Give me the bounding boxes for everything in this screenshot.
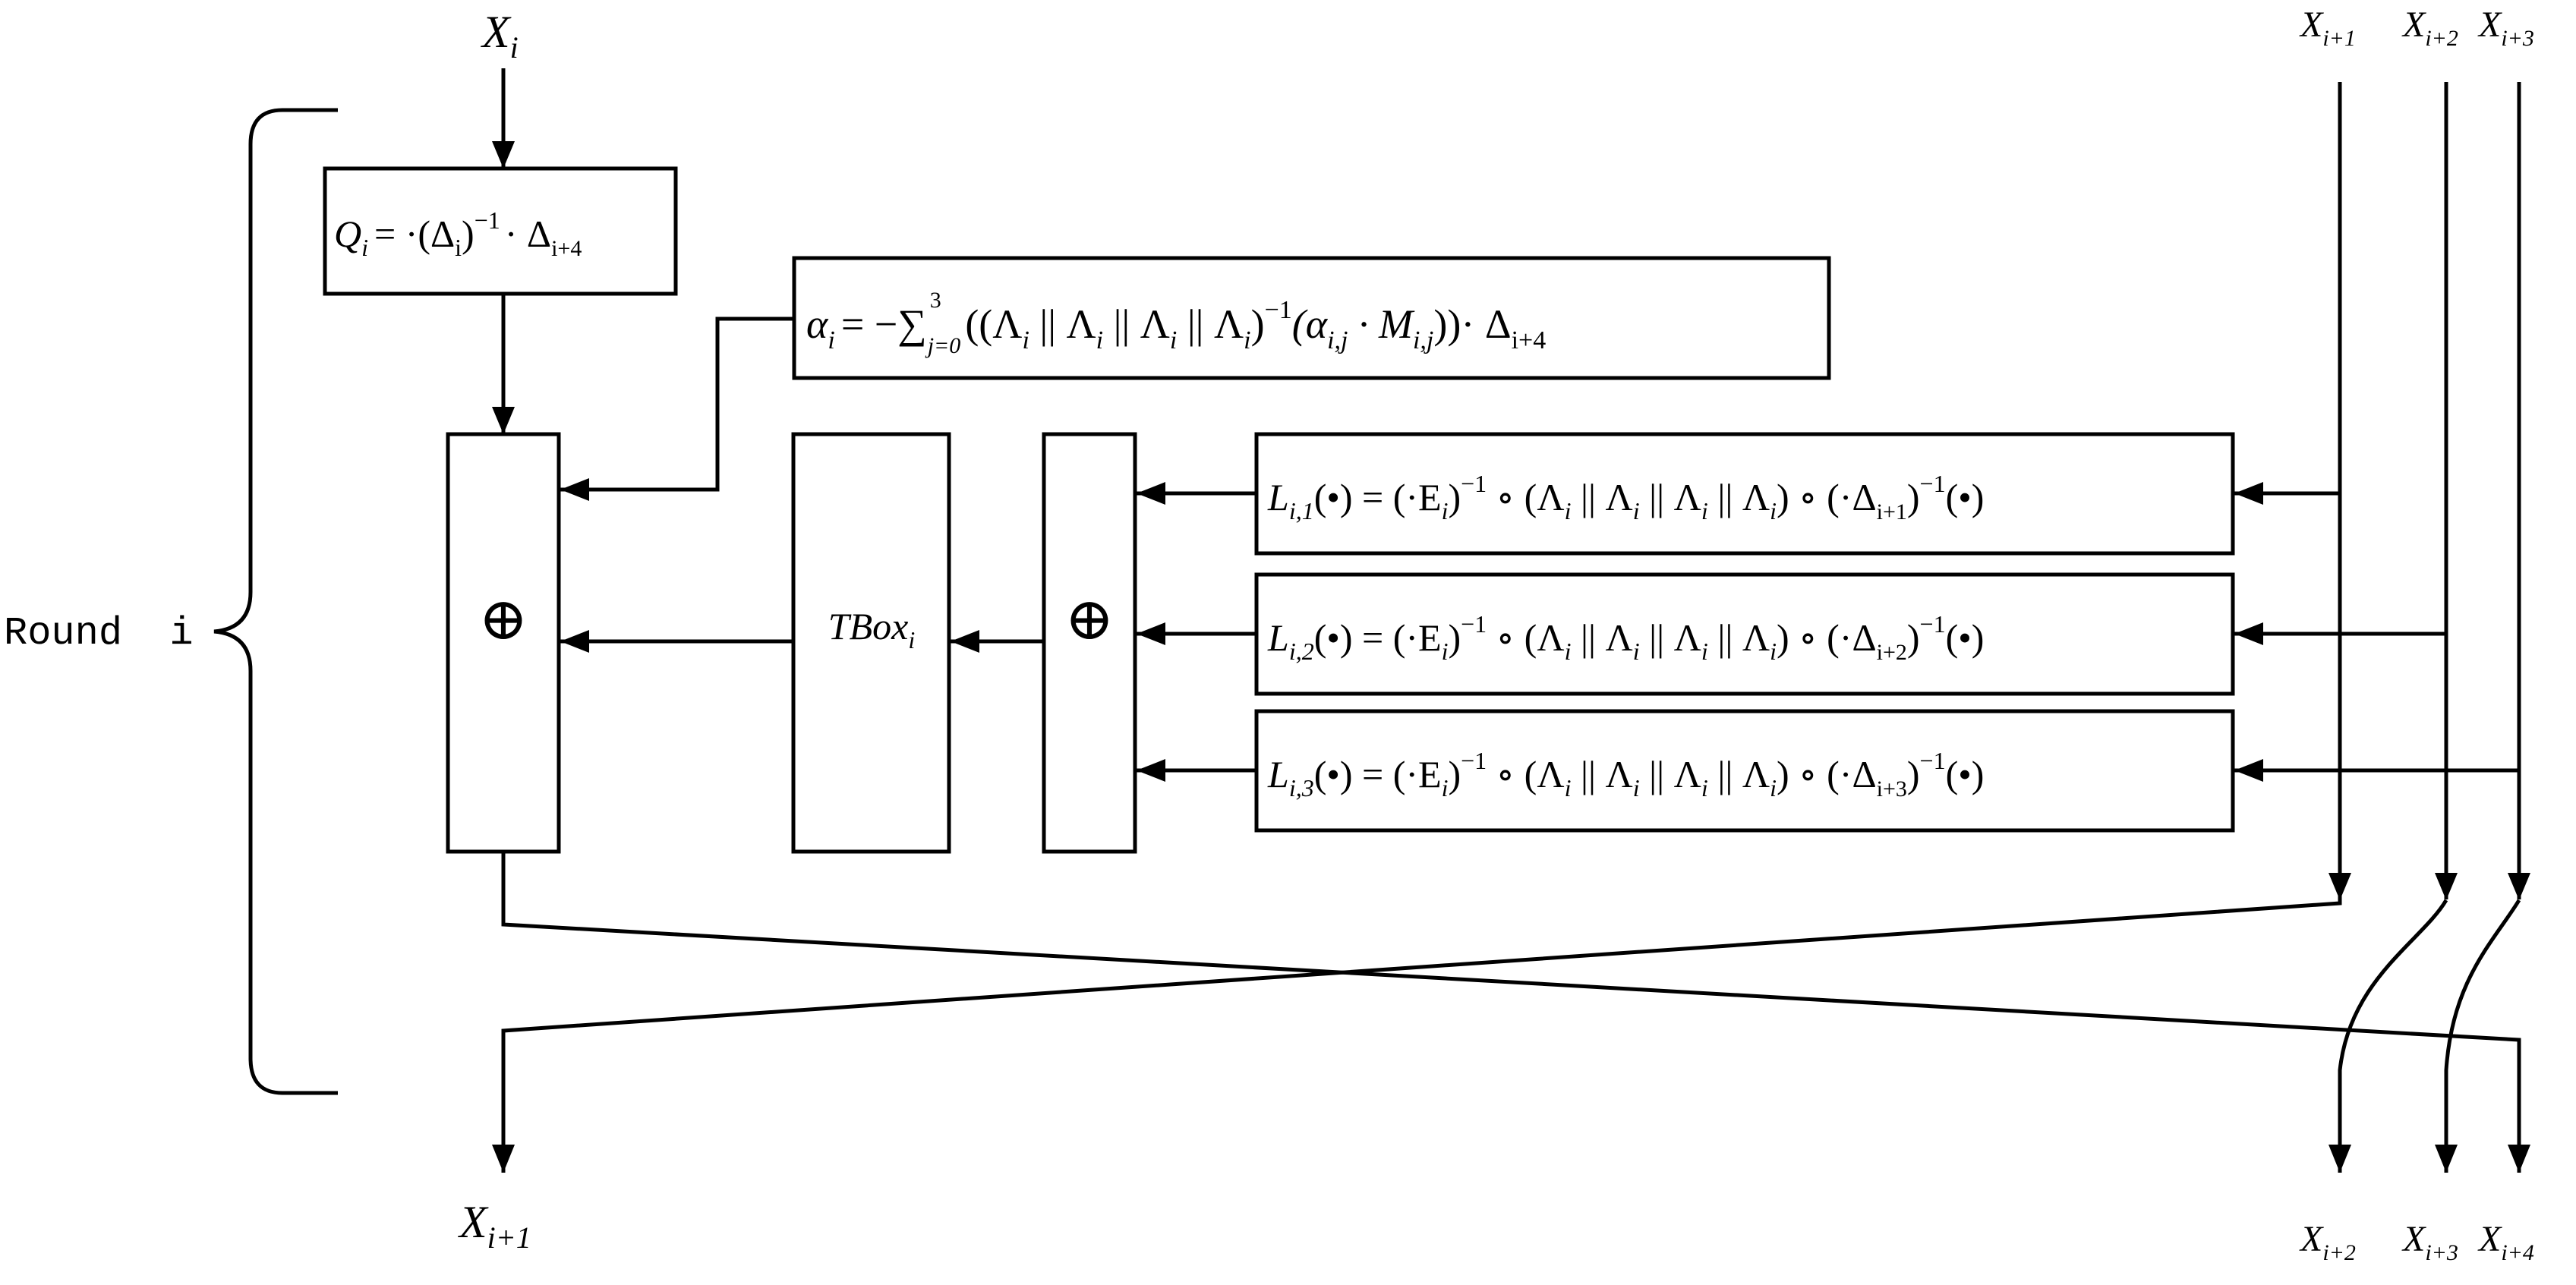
- round-brace: [213, 108, 338, 1095]
- l-box-frame: [1254, 709, 2235, 833]
- l-box-frame: [1254, 572, 2235, 696]
- xor-box-l: [1042, 432, 1137, 854]
- input-x-i3: Xi+3: [2477, 5, 2534, 51]
- output-x-i4: Xi+4: [2477, 1219, 2534, 1265]
- input-x-i2: Xi+2: [2401, 5, 2458, 51]
- tbox-box: [791, 432, 951, 854]
- xor-box-main: [446, 432, 561, 854]
- output-x-i3: Xi+3: [2401, 1219, 2458, 1265]
- l-formula: Li,3(•) = (·Ei)−1 ∘ (Λi || Λi || Λi || Λ…: [1267, 747, 1984, 802]
- xor-symbol-main: ⊕: [478, 586, 528, 652]
- l-box-1: Li,1(•) = (·Ei)−1 ∘ (Λi || Λi || Λi || Λ…: [1254, 432, 2235, 556]
- output-x-i2: Xi+2: [2299, 1219, 2356, 1265]
- tbox-label: TBoxi: [828, 605, 915, 654]
- l-box-frame: [1254, 432, 2235, 556]
- output-x-i1: Xi+1: [458, 1197, 531, 1255]
- l-formula: Li,2(•) = (·Ei)−1 ∘ (Λi || Λi || Λi || Λ…: [1267, 610, 1984, 665]
- alpha-box: [792, 256, 1831, 380]
- input-x-i: Xi: [481, 7, 519, 65]
- input-x-i1: Xi+1: [2299, 5, 2356, 51]
- svg-text:αi= −∑3j=0((Λi || Λi || Λi ||: αi= −∑3j=0((Λi || Λi || Λi || Λi)−1(αi,j…: [806, 288, 1546, 358]
- xor-symbol-l: ⊕: [1064, 586, 1114, 652]
- round-label: Round i: [4, 611, 194, 656]
- q-formula: Qi= ·(Δi)−1· Δi+4: [334, 206, 582, 261]
- svg-text:Qi= ·(Δi)−1· Δi+4: Qi= ·(Δi)−1· Δi+4: [334, 206, 582, 261]
- q-box: [323, 166, 678, 296]
- l-box-3: Li,3(•) = (·Ei)−1 ∘ (Λi || Λi || Λi || Λ…: [1254, 709, 2235, 833]
- l-box-2: Li,2(•) = (·Ei)−1 ∘ (Λi || Λi || Λi || Λ…: [1254, 572, 2235, 696]
- l-formula: Li,1(•) = (·Ei)−1 ∘ (Λi || Λi || Λi || Λ…: [1267, 470, 1984, 524]
